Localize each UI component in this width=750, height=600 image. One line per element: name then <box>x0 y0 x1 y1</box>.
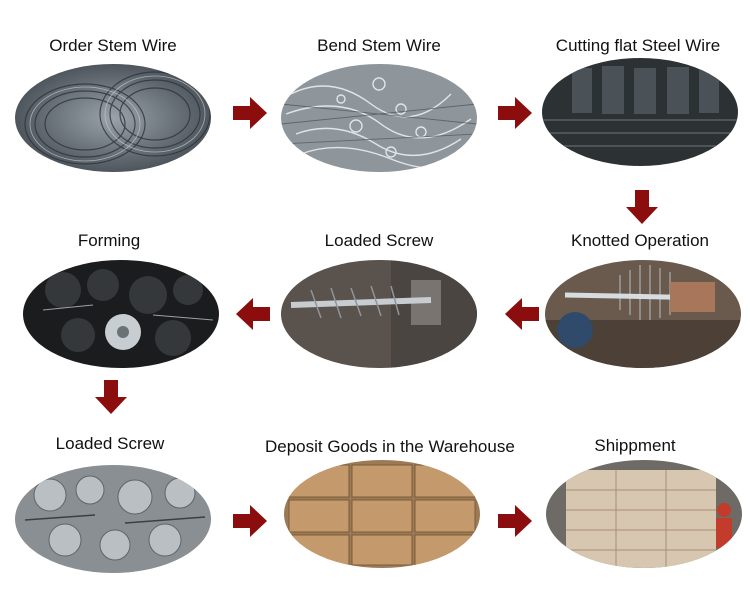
left-arrow-icon <box>236 298 270 330</box>
shipping-container-photo <box>546 460 742 568</box>
down-arrow-icon <box>95 380 127 414</box>
step-label: Cutting flat Steel Wire <box>555 36 721 55</box>
step-label: Knotted Operation <box>571 231 709 250</box>
right-arrow-icon <box>498 97 532 129</box>
bent-wire-photo <box>281 64 477 172</box>
step-label: Deposit Goods in the Warehouse <box>265 437 515 456</box>
wire-coil-photo <box>15 64 211 172</box>
twisted-stem-photo <box>281 260 477 368</box>
stacked-cartons-photo <box>284 460 480 568</box>
right-arrow-icon <box>233 505 267 537</box>
twisting-machine-photo <box>545 260 741 368</box>
flat-steel-wire-photo <box>542 58 738 166</box>
down-arrow-icon <box>626 190 658 224</box>
step-label: Bend Stem Wire <box>317 36 441 55</box>
formed-brushes-photo <box>23 260 219 368</box>
left-arrow-icon <box>505 298 539 330</box>
step-label: Shippment <box>594 436 676 455</box>
step-label: Forming <box>77 231 141 250</box>
step-label: Loaded Screw <box>324 231 434 250</box>
right-arrow-icon <box>498 505 532 537</box>
right-arrow-icon <box>233 97 267 129</box>
step-label: Loaded Screw <box>55 434 165 453</box>
step-label: Order Stem Wire <box>49 36 177 55</box>
finished-brushes-photo <box>15 465 211 573</box>
